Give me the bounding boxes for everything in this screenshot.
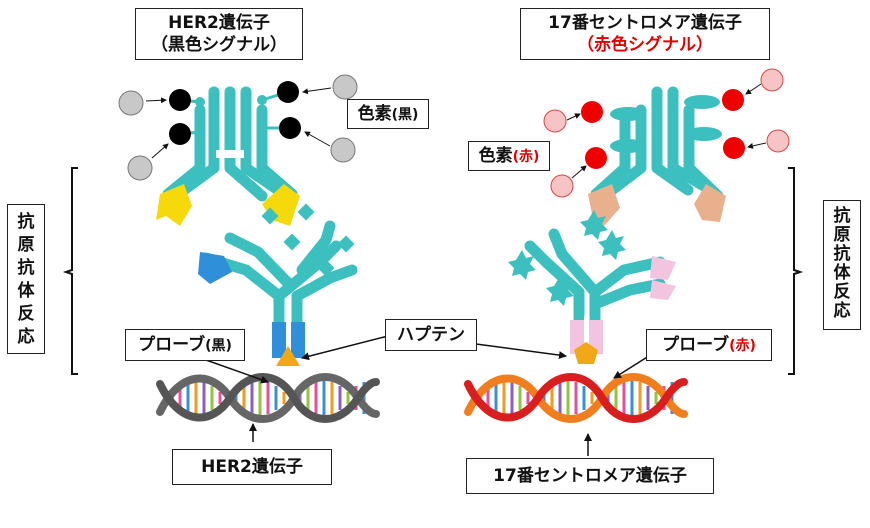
right-side-label-box: 抗 原 抗 体 反 応: [823, 200, 861, 330]
right-side-char: 応: [833, 301, 851, 321]
left-gene-label-box: HER2遺伝子: [172, 449, 332, 485]
left-title-box: HER2遺伝子 （黒色シグナル）: [135, 8, 303, 60]
left-lower-antibody: [198, 203, 358, 358]
left-title-line1: HER2遺伝子: [168, 13, 270, 33]
right-dye-color: (赤): [512, 149, 540, 165]
right-side-char: 反: [833, 282, 851, 302]
right-hapten: [574, 342, 598, 364]
left-side-char: 応: [17, 327, 35, 347]
right-dna-helix: [464, 373, 688, 423]
left-probe-color: (黒): [205, 338, 232, 354]
left-dye-links: [179, 90, 290, 137]
right-title-line1: 17番セントロメア遺伝子: [548, 13, 742, 33]
left-side-char: 体: [17, 281, 35, 301]
right-dye-label-box: 色素(赤): [468, 141, 550, 171]
left-bracket: [62, 167, 78, 375]
right-side-char: 抗: [833, 206, 851, 226]
left-side-char: 原: [17, 235, 35, 255]
right-side-char: 体: [833, 263, 851, 283]
left-dye-label-box: 色素(黒): [347, 99, 429, 129]
right-pink-molecules: [543, 68, 790, 198]
right-lower-antibody: [508, 210, 676, 354]
left-grey-molecules: [118, 74, 358, 181]
right-gene-label: 17番セントロメア遺伝子: [493, 466, 687, 486]
right-probe-color: (赤): [729, 338, 756, 354]
left-gene-label: HER2遺伝子: [201, 457, 303, 477]
right-side-char: 抗: [833, 244, 851, 264]
left-black-dyes: [169, 81, 301, 145]
left-hapten: [276, 346, 300, 366]
left-dna-helix: [156, 373, 380, 423]
left-side-char: 反: [17, 304, 35, 324]
right-title-line2: （赤色シグナル）: [577, 35, 713, 55]
left-dye-label: 色素: [357, 104, 392, 124]
right-probe-label: プローブ: [662, 335, 730, 355]
hapten-label: ハプテン: [397, 325, 465, 345]
left-probe-label: プローブ: [138, 335, 206, 355]
right-dye-label: 色素: [478, 146, 513, 166]
hapten-label-box: ハプテン: [385, 319, 477, 351]
right-red-dyes: [581, 89, 745, 169]
right-probe-label-box: プローブ(赤): [646, 329, 772, 361]
right-side-char: 原: [833, 225, 851, 245]
right-gene-label-box: 17番セントロメア遺伝子: [466, 458, 714, 494]
right-title-box: 17番セントロメア遺伝子 （赤色シグナル）: [520, 8, 770, 60]
annotation-arrows: [205, 335, 653, 456]
right-upper-antibody: [588, 86, 726, 226]
left-side-char: 抗: [17, 212, 35, 232]
right-bracket: [788, 167, 804, 375]
left-dye-color: (黒): [391, 107, 419, 123]
left-probe-label-box: プローブ(黒): [125, 329, 245, 361]
left-side-label-box: 抗 原 抗 体 反 応: [7, 204, 45, 354]
left-upper-antibody: [156, 86, 300, 226]
left-side-char: 抗: [17, 258, 35, 278]
left-title-line2: （黒色シグナル）: [151, 35, 287, 55]
